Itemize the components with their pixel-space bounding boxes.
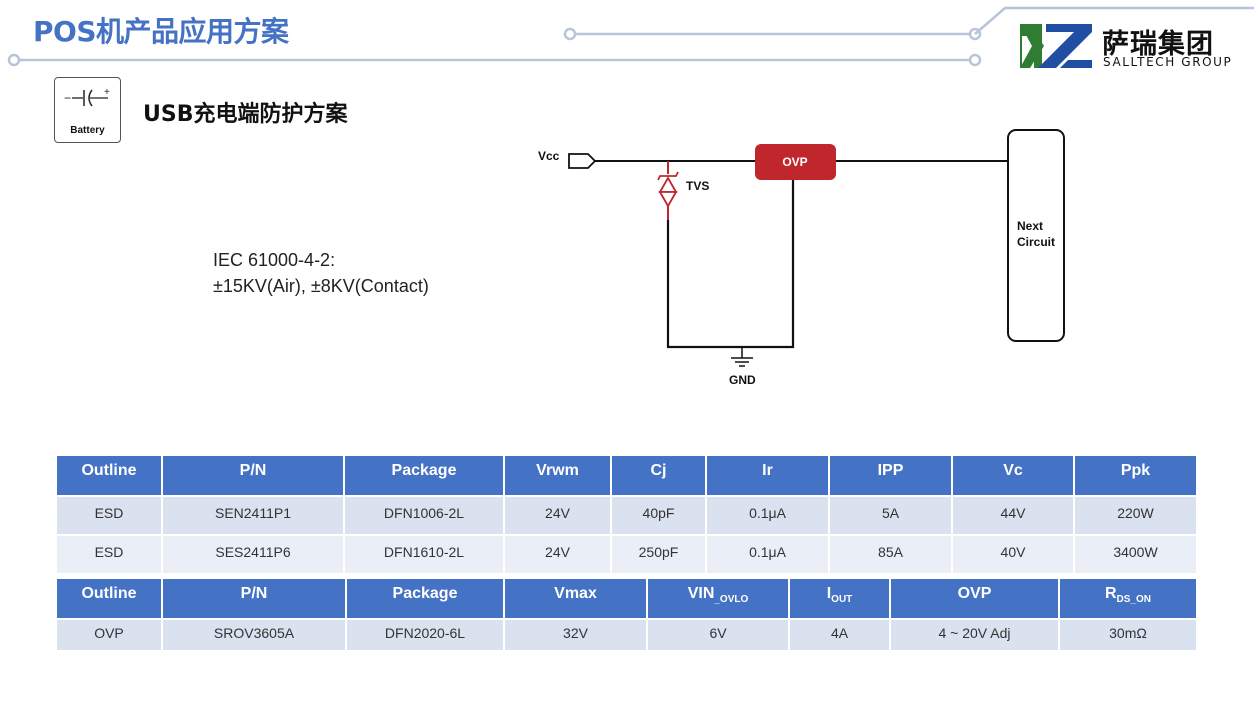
logo-chinese-text: 萨瑞集团 [1102, 29, 1214, 60]
ovp-block [755, 144, 836, 180]
tvs-diode-icon [657, 171, 679, 208]
header-decoration-lines [7, 6, 1254, 67]
cell-package: DFN2020-6L [346, 619, 505, 652]
next-circuit-block [1007, 129, 1065, 342]
cell-vmax: 32V [504, 619, 648, 652]
header-vmax: Vmax [504, 579, 648, 620]
cell-iout: 4A [789, 619, 891, 652]
cell-ppk: 3400W [1074, 535, 1198, 575]
header-ovp: OVP [890, 579, 1060, 620]
iec-line-1: IEC 61000-4-2: [213, 250, 336, 270]
header-ppk: Ppk [1074, 456, 1198, 497]
next-circuit-label-1: Next [1017, 219, 1043, 233]
header-outline: Outline [57, 579, 163, 620]
tvs-label: TVS [686, 179, 709, 193]
header-cj: Cj [611, 456, 707, 497]
cell-ipp: 85A [829, 535, 953, 575]
table-row: ESD SEN2411P1 DFN1006-2L 24V 40pF 0.1μA … [57, 496, 1198, 536]
header-ir: Ir [706, 456, 830, 497]
ground-icon [731, 348, 753, 367]
header-iout-sub: OUT [831, 594, 853, 605]
esd-spec-table: Outline P/N Package Vrwm Cj Ir IPP Vc Pp… [57, 456, 1198, 575]
company-logo: 萨瑞集团 SALLTECH GROUP [1020, 22, 1235, 74]
header-vc: Vc [952, 456, 1075, 497]
cell-pn: SROV3605A [162, 619, 347, 652]
cell-vin-ovlo: 6V [647, 619, 790, 652]
cell-vrwm: 24V [504, 496, 612, 536]
cell-outline: OVP [57, 619, 163, 652]
battery-icon-box: − + Battery [54, 77, 121, 143]
cell-cj: 250pF [611, 535, 707, 575]
header-rds-sub: DS_ON [1116, 594, 1151, 605]
svg-text:+: + [104, 87, 110, 98]
cell-pn: SES2411P6 [162, 535, 345, 575]
cell-vrwm: 24V [504, 535, 612, 575]
next-circuit-label-2: Circuit [1017, 235, 1055, 249]
table-row: OVP SROV3605A DFN2020-6L 32V 6V 4A 4 ~ 2… [57, 619, 1198, 652]
iec-line-2: ±15KV(Air), ±8KV(Contact) [213, 276, 429, 296]
header-iout-main: I [826, 585, 832, 602]
cell-rds-on: 30mΩ [1059, 619, 1198, 652]
table-row: ESD SES2411P6 DFN1610-2L 24V 250pF 0.1μA… [57, 535, 1198, 575]
cell-vc: 44V [952, 496, 1075, 536]
logo-english-text: SALLTECH GROUP [1103, 55, 1233, 69]
battery-label: Battery [70, 125, 105, 136]
header-pn: P/N [162, 456, 345, 497]
header-outline: Outline [57, 456, 163, 497]
iec-standard-text: IEC 61000-4-2: ±15KV(Air), ±8KV(Contact) [213, 247, 429, 299]
section-title: USB充电端防护方案 [143, 102, 348, 127]
logo-mark-icon [1020, 24, 1092, 68]
cell-package: DFN1610-2L [344, 535, 505, 575]
cell-pn: SEN2411P1 [162, 496, 345, 536]
battery-icon: − + [64, 87, 110, 107]
header-package: Package [346, 579, 505, 620]
cell-vc: 40V [952, 535, 1075, 575]
header-vin-sub: _OVLO [714, 594, 749, 605]
cell-cj: 40pF [611, 496, 707, 536]
cell-outline: ESD [57, 535, 163, 575]
ovp-table-header: Outline P/N Package Vmax VIN_OVLO IOUT O… [57, 579, 1198, 620]
svg-text:−: − [64, 91, 71, 105]
header-vrwm: Vrwm [504, 456, 612, 497]
cell-package: DFN1006-2L [344, 496, 505, 536]
vcc-label: Vcc [538, 149, 560, 163]
header-package: Package [344, 456, 505, 497]
cell-ovp: 4 ~ 20V Adj [890, 619, 1060, 652]
header-pn: P/N [162, 579, 347, 620]
header-iout: IOUT [789, 579, 891, 620]
gnd-label: GND [729, 373, 756, 387]
header-vin-ovlo: VIN_OVLO [647, 579, 790, 620]
cell-ir: 0.1μA [706, 535, 830, 575]
page-title: POS机产品应用方案 [33, 15, 289, 48]
header-ipp: IPP [829, 456, 953, 497]
header-rds-on: RDS_ON [1059, 579, 1198, 620]
cell-ppk: 220W [1074, 496, 1198, 536]
usb-protection-schematic: Vcc OVP TVS GND Next Circuit [538, 129, 1065, 387]
vcc-port-icon [568, 153, 597, 169]
cell-ir: 0.1μA [706, 496, 830, 536]
cell-outline: ESD [57, 496, 163, 536]
ovp-block-label: OVP [782, 155, 807, 169]
header-rds-main: R [1104, 585, 1117, 602]
esd-table-header: Outline P/N Package Vrwm Cj Ir IPP Vc Pp… [57, 456, 1198, 497]
cell-ipp: 5A [829, 496, 953, 536]
ovp-spec-table: Outline P/N Package Vmax VIN_OVLO IOUT O… [57, 579, 1198, 652]
header-vin-main: VIN [687, 585, 715, 602]
